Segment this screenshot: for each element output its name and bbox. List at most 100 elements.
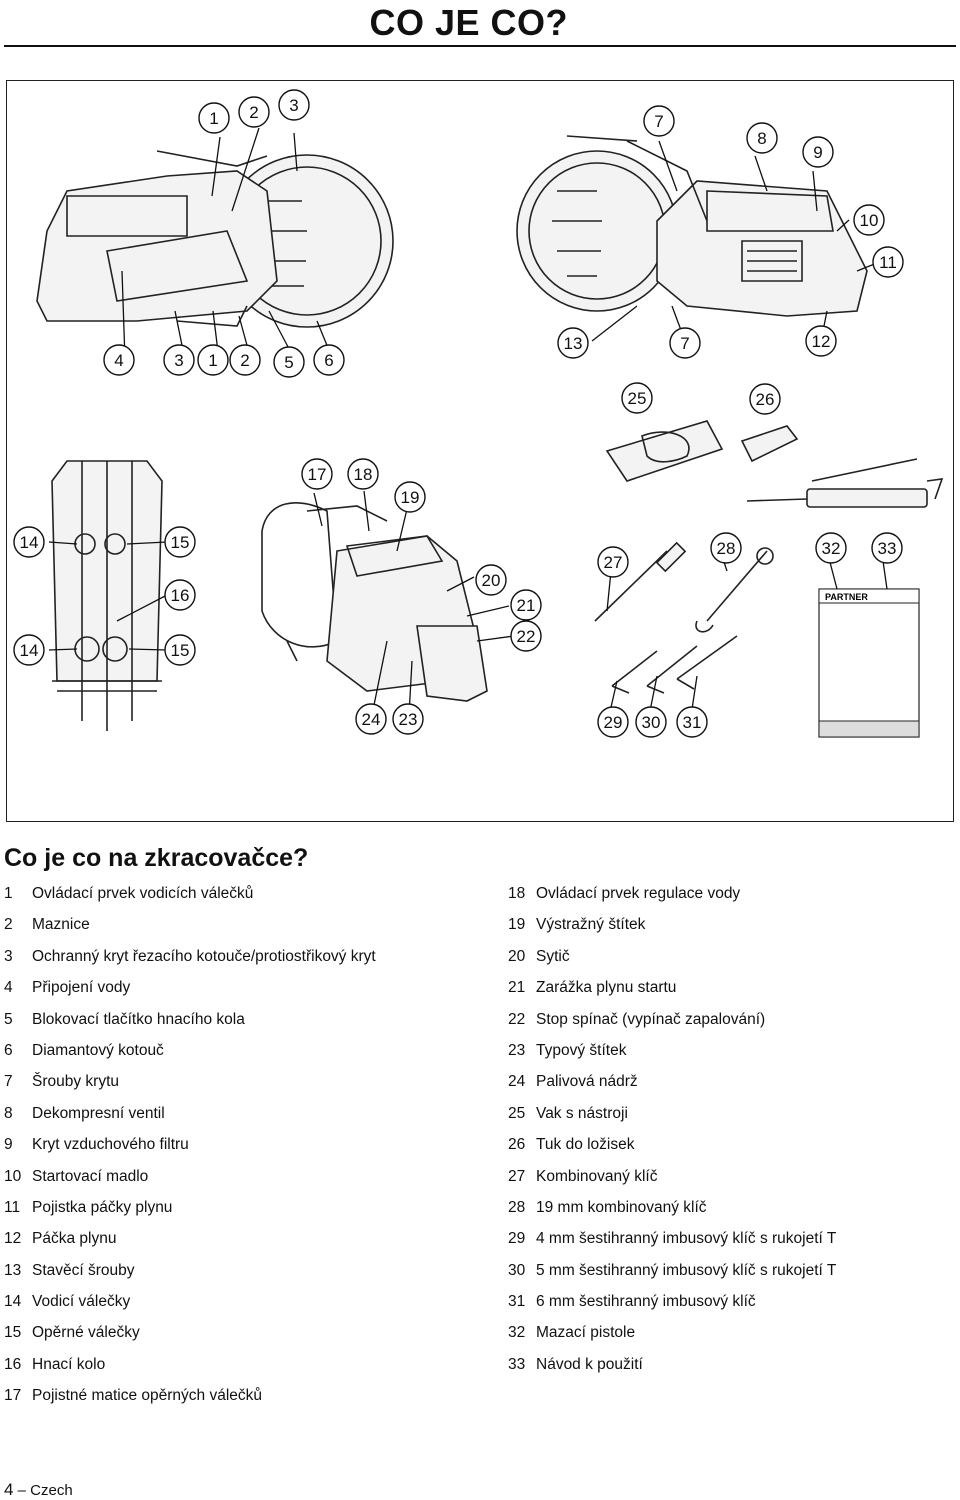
callout-number: 7	[680, 334, 689, 353]
allen-keys	[611, 635, 738, 694]
part-label: Ochranný kryt řezacího kotouče/protiostř…	[32, 947, 376, 965]
part-label: Kryt vzduchového filtru	[32, 1136, 189, 1154]
callout-marker: 5	[273, 346, 305, 378]
callout-number: 27	[604, 553, 623, 572]
part-number: 29	[508, 1230, 526, 1248]
callout-marker: 10	[853, 204, 885, 236]
part-number: 5	[4, 1010, 13, 1028]
callout-marker: 19	[394, 481, 426, 513]
part-number: 30	[508, 1261, 526, 1279]
part-label: Opěrné válečky	[32, 1324, 140, 1342]
part-label: Ovládací prvek vodicích válečků	[32, 885, 254, 902]
part-item: 12 Páčka plynu	[4, 1227, 376, 1258]
part-item: 19 Výstražný štítek	[508, 913, 836, 944]
callout-number: 2	[249, 103, 258, 122]
callout-marker: 29	[597, 706, 629, 738]
callout-number: 20	[482, 571, 501, 590]
callout-number: 1	[209, 109, 218, 128]
callout-marker: 24	[355, 703, 387, 735]
part-number: 3	[4, 947, 13, 965]
grease-gun	[746, 458, 944, 508]
callout-number: 32	[822, 539, 841, 558]
callout-marker: 3	[278, 89, 310, 121]
callout-number: 28	[717, 539, 736, 558]
part-number: 20	[508, 947, 526, 965]
part-number: 27	[508, 1167, 526, 1185]
callout-marker: 15	[164, 634, 196, 666]
callout-number: 3	[289, 96, 298, 115]
part-label: Páčka plynu	[32, 1230, 117, 1248]
callout-number: 18	[354, 465, 373, 484]
part-number: 33	[508, 1355, 526, 1373]
part-label: 4 mm šestihranný imbusový klíč s rukojet…	[536, 1230, 837, 1248]
callout-number: 26	[756, 390, 775, 409]
leader-lines	[48, 127, 888, 717]
part-label: Palivová nádrž	[536, 1073, 638, 1091]
part-label: Hnací kolo	[32, 1355, 106, 1373]
title-bar: CO JE CO?	[0, 0, 960, 47]
part-label: 5 mm šestihranný imbusový klíč s rukojet…	[536, 1261, 837, 1279]
callout-number: 24	[362, 710, 381, 729]
part-label: Tuk do ložisek	[536, 1136, 635, 1154]
callout-marker: 13	[557, 327, 589, 359]
callout-number: 11	[879, 253, 897, 272]
callout-marker: 4	[103, 344, 135, 376]
callout-marker: 8	[746, 122, 778, 154]
callout-number: 14	[20, 533, 39, 552]
part-label: Ovládací prvek regulace vody	[536, 885, 741, 902]
part-label: Sytič	[536, 947, 570, 965]
callout-number: 19	[401, 488, 420, 507]
part-label: Stop spínač (vypínač zapalování)	[536, 1010, 766, 1028]
page-title: CO JE CO?	[369, 2, 568, 43]
page-number: 4	[4, 1480, 14, 1499]
callout-number: 31	[683, 713, 702, 732]
section-heading: Co je co na zkracovačce?	[4, 844, 309, 872]
cutter-side-view-right	[516, 135, 868, 317]
callout-marker: 30	[635, 706, 667, 738]
callout-number: 30	[642, 713, 661, 732]
callout-number: 7	[654, 112, 663, 131]
part-number: 28	[508, 1198, 526, 1216]
part-label: Diamantový kotouč	[32, 1041, 164, 1059]
callout-marker: 33	[871, 532, 903, 564]
callout-marker: 17	[301, 458, 333, 490]
part-label: Výstražný štítek	[536, 916, 646, 934]
callout-marker: 18	[347, 458, 379, 490]
callout-marker: 15	[164, 526, 196, 558]
part-number: 4	[4, 979, 13, 997]
part-number: 12	[4, 1230, 22, 1248]
callout-marker: 14	[13, 634, 45, 666]
callout-marker: 12	[805, 325, 837, 357]
part-label: Šrouby krytu	[32, 1073, 120, 1091]
part-number: 15	[4, 1324, 22, 1342]
part-item: 15 Opěrné válečky	[4, 1321, 376, 1352]
part-item: 3 Ochranný kryt řezacího kotouče/protiost…	[4, 945, 376, 976]
part-label: Vodicí válečky	[32, 1293, 131, 1311]
callout-number: 14	[20, 641, 39, 660]
part-item: 30 5 mm šestihranný imbusový klíč s rukoj…	[508, 1259, 836, 1290]
part-number: 7	[4, 1073, 13, 1091]
callout-marker: 26	[749, 383, 781, 415]
part-number: 13	[4, 1261, 22, 1279]
callout-marker: 16	[164, 579, 196, 611]
part-number: 19	[508, 916, 526, 934]
callout-marker: 20	[475, 564, 507, 596]
callout-number: 16	[171, 586, 190, 605]
part-number: 11	[4, 1198, 21, 1216]
part-number: 23	[508, 1041, 526, 1059]
